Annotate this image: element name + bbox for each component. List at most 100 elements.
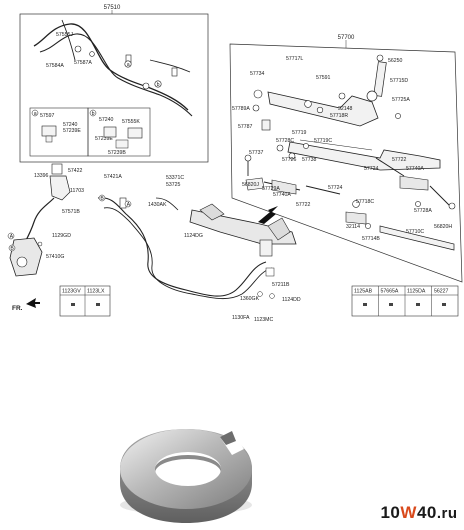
circle-A-label: A — [10, 234, 14, 240]
front-arrow-icon — [26, 298, 40, 308]
lock-washer-photo — [120, 429, 252, 523]
circle-a-label: a — [127, 62, 130, 68]
callout-r10: 57787 — [238, 124, 253, 130]
bolt-icon — [416, 303, 420, 306]
lower-pipe-2 — [103, 207, 273, 300]
callout-r24: 57740A — [406, 166, 424, 172]
callout-r16: 57738 — [302, 157, 317, 163]
callout-r2: 56250 — [388, 58, 403, 64]
callout-m12: 57211B — [272, 282, 290, 288]
callout-m3: 57421A — [104, 174, 122, 180]
callout-r17: 57724 — [364, 166, 379, 172]
callout-m16: 1123MC — [254, 317, 273, 323]
callout-r19: 56820J — [242, 182, 259, 188]
pointer-arrow — [258, 206, 278, 224]
circle-B-label: B — [10, 246, 14, 252]
callout-m10: 57410G — [46, 254, 64, 260]
callout-r11: 57719 — [292, 130, 307, 136]
circle-callout-b — [154, 80, 162, 88]
callout-r9: 57718R — [330, 113, 348, 119]
callout-r25: 57718C — [356, 199, 374, 205]
watermark-part1: 10 — [380, 503, 401, 522]
callout-r21: 57740A — [273, 192, 291, 198]
callout-r6: 57789A — [232, 106, 250, 112]
callout-m11: 1124DG — [184, 233, 203, 239]
callout-l7: 57240 — [99, 117, 114, 123]
front-direction-label: FR. — [12, 305, 23, 312]
callout-m2: 57422 — [68, 168, 83, 174]
table-right-h2: 57665A — [381, 289, 399, 295]
callout-assembly-left: 57510 — [104, 5, 121, 11]
callout-r18: 57722 — [392, 157, 407, 163]
callout-r28: 32114 — [346, 224, 360, 230]
callout-r4: 57591 — [316, 75, 331, 81]
bolt-icon — [389, 303, 393, 306]
callout-m15: 1130FA — [232, 315, 250, 321]
bolt-icon — [71, 303, 75, 306]
table-right-h1: 1125AB — [354, 289, 373, 295]
callout-r7: 32148 — [338, 106, 353, 112]
rack-tube — [287, 141, 441, 171]
parts-diagram: 57510 a b 57555J 57584A 57587A a b 57597… — [7, 5, 463, 323]
callout-m13: 1360GK — [240, 296, 260, 302]
callout-r8: 57725A — [392, 97, 410, 103]
callout-r29: 57714B — [362, 236, 380, 242]
callout-m8: 57571B — [62, 209, 80, 215]
pipe-A-label: A — [127, 202, 131, 208]
box-a-label: a — [34, 111, 37, 117]
callout-m14: 1124DD — [282, 297, 301, 303]
reservoir-bracket — [49, 175, 71, 201]
rack-assembly-box — [229, 43, 463, 283]
callout-r12: 57728C — [276, 138, 294, 144]
table-right-h4: 56227 — [434, 289, 449, 295]
callout-l6: 57239E — [63, 128, 81, 134]
callout-m7: 1430AK — [148, 202, 167, 208]
callout-r22: 57724 — [328, 185, 343, 191]
callout-l4: 57597 — [40, 113, 55, 119]
table-left-h1: 1123GV — [62, 289, 81, 295]
callout-m4: 53371C — [166, 175, 184, 181]
circle-callout-a — [124, 60, 132, 68]
callout-m6: 11703 — [70, 188, 84, 194]
callout-l8: 57555K — [122, 119, 140, 125]
bolt-icon — [442, 303, 446, 306]
bellows-right — [399, 175, 429, 191]
callout-l2: 57584A — [46, 63, 64, 69]
callout-m9: 1129GD — [52, 233, 71, 239]
callout-l9: 57239E — [95, 136, 113, 142]
rack-bar — [379, 225, 455, 251]
steering-gear-box — [189, 209, 297, 245]
circle-b-label: b — [157, 82, 160, 88]
box-b-label: b — [92, 111, 95, 117]
callout-r15: 57726 — [282, 157, 297, 163]
detail-box-b — [87, 107, 151, 157]
bolt-icon — [96, 303, 100, 306]
table-left-h2: 1123LX — [87, 289, 105, 295]
callout-r3: 57734 — [250, 71, 265, 77]
callout-r27: 56820H — [434, 224, 452, 230]
callout-m1: 13396 — [34, 173, 49, 179]
callout-r1: 57717L — [286, 56, 303, 62]
bolt-table-right: 1125AB 57665A 1125DA 56227 — [351, 285, 459, 317]
bolt-table-left: 1123GV 1123LX — [59, 285, 111, 317]
callout-assembly-right: 57700 — [338, 35, 355, 41]
callout-r23: 57722 — [296, 202, 311, 208]
watermark-part3: 40 — [416, 503, 437, 522]
callout-l1: 57555J — [56, 32, 73, 38]
callout-r26: 57728A — [414, 208, 432, 214]
callout-l5: 57240 — [63, 122, 78, 128]
callout-r13: 57719C — [314, 138, 332, 144]
pump — [9, 237, 43, 277]
table-right-h3: 1125DA — [407, 289, 426, 295]
pipe-B-label: B — [100, 196, 104, 202]
callout-l3: 57587A — [74, 60, 92, 66]
valve-body — [267, 91, 379, 127]
callout-r30: 57710C — [406, 229, 424, 235]
bolt-icon — [363, 303, 367, 306]
watermark-part4: .ru — [436, 504, 458, 522]
callout-r5: 57715D — [390, 78, 408, 84]
lower-pipe-1 — [97, 197, 267, 297]
watermark-part2: W — [400, 503, 417, 522]
callout-m5: 53725 — [166, 182, 181, 188]
